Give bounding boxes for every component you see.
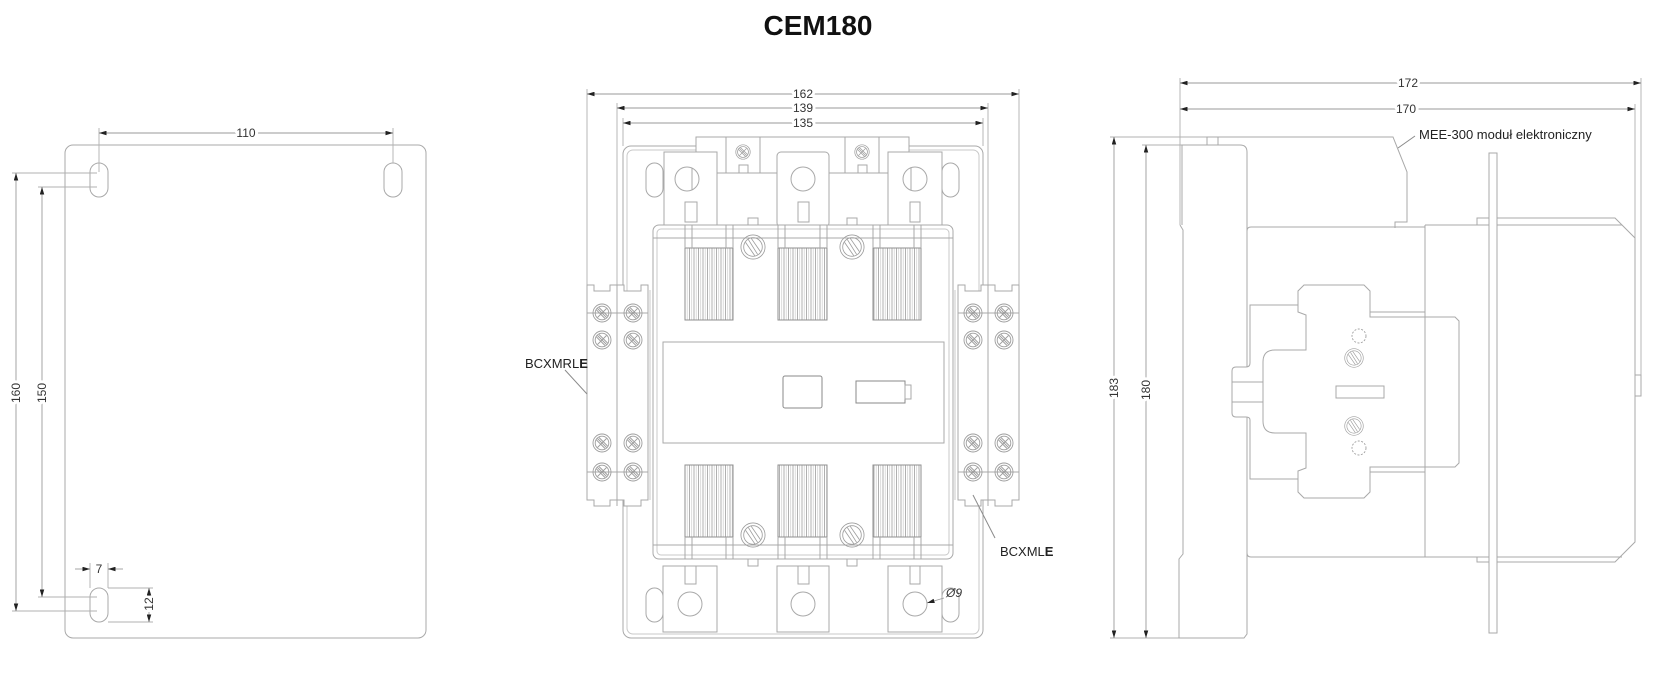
housing-bands: [653, 237, 953, 546]
dimension-label-aux-width: 139: [793, 101, 813, 115]
side-rear-body: [1424, 217, 1636, 563]
indicator-square: [782, 375, 823, 409]
arc-chute-fins-top-middle: [777, 247, 828, 321]
housing-nub: [846, 558, 858, 567]
dimension-label-slot-length: 12: [142, 597, 156, 611]
terminal-hole: [677, 591, 703, 617]
left-aux-suffix: E: [579, 356, 588, 371]
crossbar-tab: [738, 164, 749, 174]
side-aux-stem-lines: [1232, 381, 1263, 403]
left-aux-leader: [564, 369, 588, 395]
aux-contact-block-left: [586, 284, 649, 507]
right-aux-callout: BCXMLE: [1000, 544, 1054, 559]
left-aux-code: BCXMRL: [525, 356, 579, 371]
arc-chute-fins-top-left: [684, 247, 734, 321]
side-aux-screw-icon: [1344, 416, 1364, 436]
dimension-label-depth-overall: 172: [1398, 76, 1418, 90]
extension-lines-12: [108, 587, 153, 623]
aux-contact-block-right: [957, 284, 1020, 507]
terminal-slot: [909, 565, 921, 585]
dimension-label-base-width: 135: [793, 116, 813, 130]
dimension-label-height-outer: 160: [9, 383, 23, 403]
mounting-slot-top-right: [383, 162, 403, 198]
arc-chute-fins-top-right: [872, 247, 922, 321]
dimension-label-overall-width: 162: [793, 87, 813, 101]
side-aux-flange: [1231, 304, 1307, 480]
arc-chute-fins-bottom-right: [872, 464, 922, 538]
dimension-label-slot-width: 7: [96, 562, 103, 576]
housing-inner-edge: [656, 228, 950, 556]
side-aux-rivet-icon: [1351, 328, 1367, 344]
terminal-hole: [902, 591, 928, 617]
terminal-slot: [797, 565, 810, 585]
aux-block-rails: [649, 290, 956, 500]
mounting-plate-outline: [64, 144, 427, 639]
terminal-hole: [674, 166, 700, 192]
dimension-label-height-inner: 150: [35, 383, 49, 403]
terminal-hole: [790, 166, 816, 192]
mounting-slot-bottom-left: [89, 587, 109, 623]
side-aux-body: [1297, 284, 1460, 499]
dimension-label-hole-spacing: 110: [236, 126, 255, 140]
side-rear-tab: [1634, 374, 1642, 397]
dimension-label-height: 180: [1139, 380, 1153, 400]
terminal-hole: [902, 166, 928, 192]
side-aux-rivet-icon: [1351, 440, 1367, 456]
housing-nub: [747, 558, 759, 567]
side-view: 172 170 183 180 MEE-300 moduł elektro: [1104, 73, 1642, 639]
aux-block-dividers: [587, 285, 648, 506]
side-top-tab: [1206, 136, 1219, 146]
terminal-hole-leader: [926, 597, 945, 604]
arc-chute-fins-bottom-left: [684, 464, 734, 538]
side-middle-body: [1246, 226, 1425, 558]
right-aux-code: BCXML: [1000, 544, 1045, 559]
dimension-label-depth: 170: [1396, 102, 1416, 116]
base-slot: [941, 162, 960, 198]
terminal-slot: [684, 201, 698, 223]
terminal-slot: [797, 201, 810, 223]
left-aux-callout: BCXMRLE: [525, 356, 588, 371]
base-slot: [645, 587, 664, 623]
module-callout: MEE-300 moduł elektroniczny: [1419, 127, 1592, 142]
terminal-hole: [790, 591, 816, 617]
fin-tabs-top: [684, 225, 922, 248]
side-aux-screw-icon: [1344, 348, 1364, 368]
base-slot: [645, 162, 664, 198]
terminal-hole-diameter-label: Ø9: [945, 586, 962, 600]
module-leader: [1397, 135, 1416, 149]
side-aux-lines: [1370, 311, 1425, 473]
crossbar-tab: [857, 164, 868, 174]
fin-tabs-bottom: [684, 537, 922, 559]
side-front-block: [1178, 144, 1248, 639]
side-extension-lines-horizontal: [1110, 136, 1207, 639]
electronic-module-outline: [1218, 136, 1408, 228]
side-aux-label-slot: [1335, 385, 1385, 399]
side-mounting-rail: [1488, 152, 1498, 634]
side-extension-lines-vertical: [1179, 78, 1642, 396]
extension-lines-150: [38, 186, 97, 598]
drawing-title: CEM180: [764, 10, 873, 41]
arc-chute-fins-bottom-middle: [777, 464, 828, 538]
right-aux-suffix: E: [1045, 544, 1054, 559]
front-view: 162 139 135: [525, 84, 1054, 639]
contact-window: [662, 341, 945, 444]
terminal-slot: [684, 565, 697, 585]
front-extension-lines: [586, 89, 1020, 285]
extension-lines-160: [12, 172, 97, 612]
terminal-slot: [909, 201, 921, 223]
mounting-plate-view: 110 160 150 7 12: [6, 123, 427, 639]
dimension-label-height-overall: 183: [1107, 378, 1121, 398]
aux-block-dividers: [958, 285, 1019, 506]
indicator-slide-nub: [904, 384, 912, 400]
housing-nub: [747, 217, 759, 226]
housing-nub: [846, 217, 858, 226]
extension-lines-110: [98, 128, 394, 172]
right-aux-leader: [972, 494, 996, 539]
